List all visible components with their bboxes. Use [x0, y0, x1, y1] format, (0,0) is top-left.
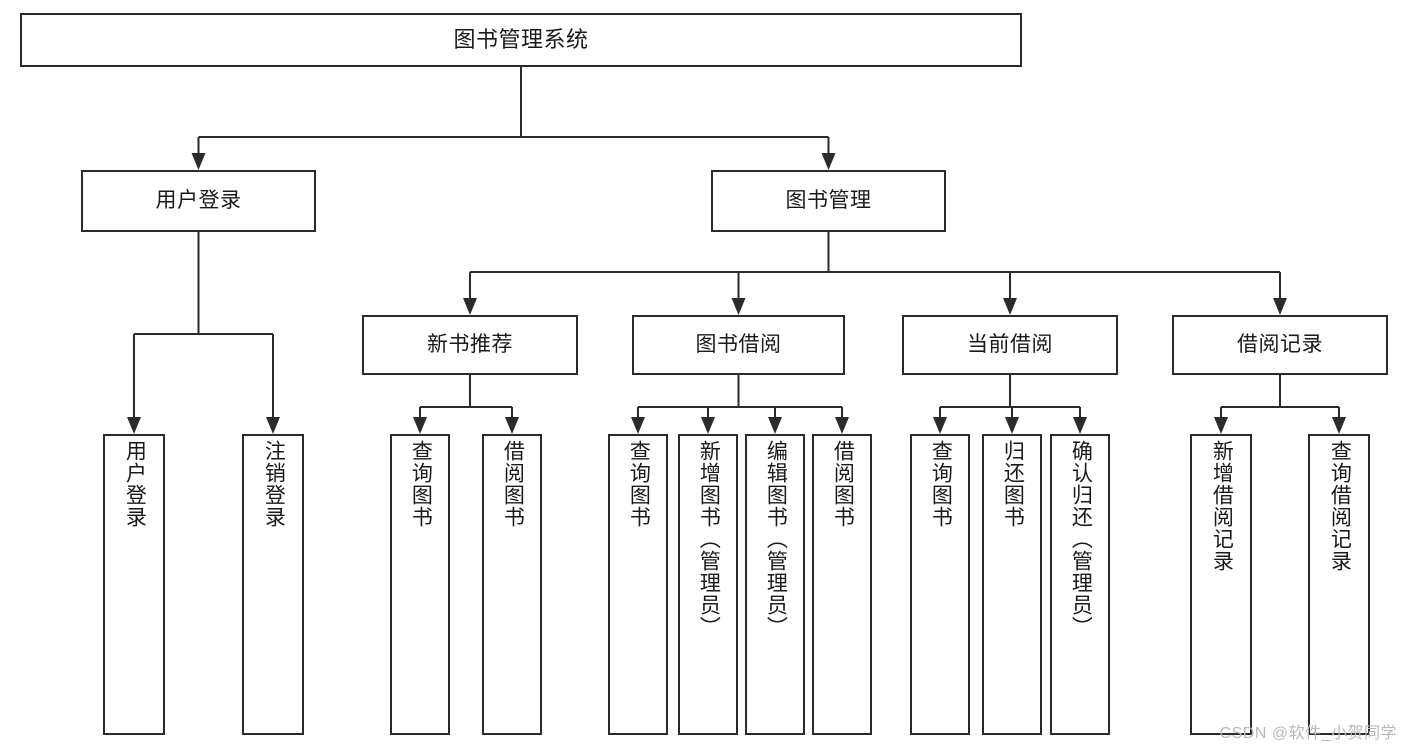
- node-leaf-query-borrow-record-label: 查询借阅记录: [1328, 440, 1352, 572]
- node-book-management[interactable]: 图书管理: [711, 170, 946, 232]
- node-leaf-recommend-query-book-label: 查询图书: [409, 440, 433, 528]
- node-leaf-user-logout[interactable]: 注销登录: [242, 434, 304, 735]
- node-leaf-recommend-borrow-book-label: 借阅图书: [501, 440, 525, 528]
- node-current-borrow-label: 当前借阅: [967, 332, 1053, 356]
- node-borrow-record-label: 借阅记录: [1237, 332, 1323, 356]
- node-leaf-current-query-book-label: 查询图书: [929, 440, 953, 528]
- node-root[interactable]: 图书管理系统: [20, 13, 1022, 67]
- node-leaf-add-borrow-record-label: 新增借阅记录: [1210, 440, 1234, 572]
- node-leaf-add-book-admin-label: 新增图书（管理员）: [697, 440, 721, 638]
- node-new-book-recommend[interactable]: 新书推荐: [362, 315, 578, 375]
- node-leaf-confirm-return-admin-label: 确认归还（管理员）: [1069, 440, 1093, 638]
- node-leaf-current-query-book[interactable]: 查询图书: [910, 434, 970, 735]
- node-leaf-borrow-book[interactable]: 借阅图书: [812, 434, 872, 735]
- node-leaf-borrow-query-book-label: 查询图书: [627, 440, 651, 528]
- node-borrow-record[interactable]: 借阅记录: [1172, 315, 1388, 375]
- node-leaf-edit-book-admin[interactable]: 编辑图书（管理员）: [745, 434, 805, 735]
- node-leaf-user-logout-label: 注销登录: [262, 440, 286, 528]
- node-book-borrow-label: 图书借阅: [695, 332, 782, 356]
- node-new-book-recommend-label: 新书推荐: [427, 332, 513, 356]
- node-book-borrow[interactable]: 图书借阅: [632, 315, 845, 375]
- node-leaf-return-book[interactable]: 归还图书: [982, 434, 1042, 735]
- node-current-borrow[interactable]: 当前借阅: [902, 315, 1118, 375]
- node-leaf-user-login[interactable]: 用户登录: [103, 434, 165, 735]
- node-leaf-edit-book-admin-label: 编辑图书（管理员）: [764, 440, 788, 638]
- node-leaf-query-borrow-record[interactable]: 查询借阅记录: [1308, 434, 1370, 735]
- node-user-login[interactable]: 用户登录: [81, 170, 316, 232]
- node-book-management-label: 图书管理: [785, 188, 872, 212]
- node-leaf-borrow-query-book[interactable]: 查询图书: [608, 434, 668, 735]
- node-user-login-label: 用户登录: [155, 188, 242, 212]
- node-leaf-add-book-admin[interactable]: 新增图书（管理员）: [678, 434, 738, 735]
- node-leaf-return-book-label: 归还图书: [1001, 440, 1025, 528]
- node-leaf-confirm-return-admin[interactable]: 确认归还（管理员）: [1050, 434, 1110, 735]
- node-leaf-recommend-query-book[interactable]: 查询图书: [390, 434, 450, 735]
- node-leaf-user-login-label: 用户登录: [123, 440, 147, 528]
- node-leaf-borrow-book-label: 借阅图书: [831, 440, 855, 528]
- node-leaf-recommend-borrow-book[interactable]: 借阅图书: [482, 434, 542, 735]
- watermark: CSDN @软件_小贺同学: [1219, 725, 1397, 742]
- node-root-label: 图书管理系统: [453, 27, 589, 53]
- node-leaf-add-borrow-record[interactable]: 新增借阅记录: [1190, 434, 1252, 735]
